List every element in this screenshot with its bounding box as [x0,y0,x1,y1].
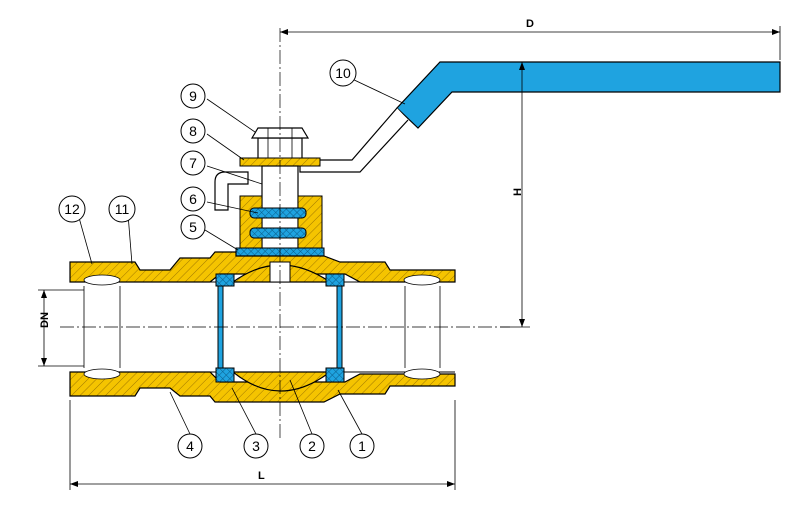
dimension-label-dn: DN [39,312,51,328]
leader-lines [77,77,406,435]
dimension-dn: DN [38,289,84,367]
callout-9: 9 [180,83,206,109]
callout-6: 6 [180,186,206,212]
svg-text:1: 1 [358,438,366,454]
callout-10: 10 [329,59,357,87]
svg-text:8: 8 [189,123,197,139]
svg-text:2: 2 [308,438,316,454]
callout-7: 7 [180,150,206,176]
ball [231,261,332,392]
dimension-d: D [280,18,781,60]
callout-8: 8 [180,118,206,144]
callout-5: 5 [180,214,206,240]
svg-text:9: 9 [189,88,197,104]
svg-text:3: 3 [252,438,260,454]
dimension-l: L [69,400,456,490]
dimension-label-h: H [512,188,524,196]
callout-2: 2 [299,433,325,459]
svg-text:10: 10 [335,65,351,81]
callout-11: 11 [108,195,136,223]
svg-text:4: 4 [186,438,194,454]
svg-text:6: 6 [189,191,197,207]
dimension-h: H [500,61,530,328]
svg-text:11: 11 [115,201,130,217]
callout-1: 1 [349,433,375,459]
callout-3: 3 [243,433,269,459]
centerlines [60,28,510,440]
svg-text:12: 12 [64,201,80,217]
dimension-label-d: D [526,18,534,30]
callout-12: 12 [58,195,86,223]
svg-text:5: 5 [189,219,197,235]
lever-handle [214,61,781,211]
dimension-label-l: L [258,470,265,482]
callout-4: 4 [177,433,203,459]
svg-text:7: 7 [189,155,197,171]
